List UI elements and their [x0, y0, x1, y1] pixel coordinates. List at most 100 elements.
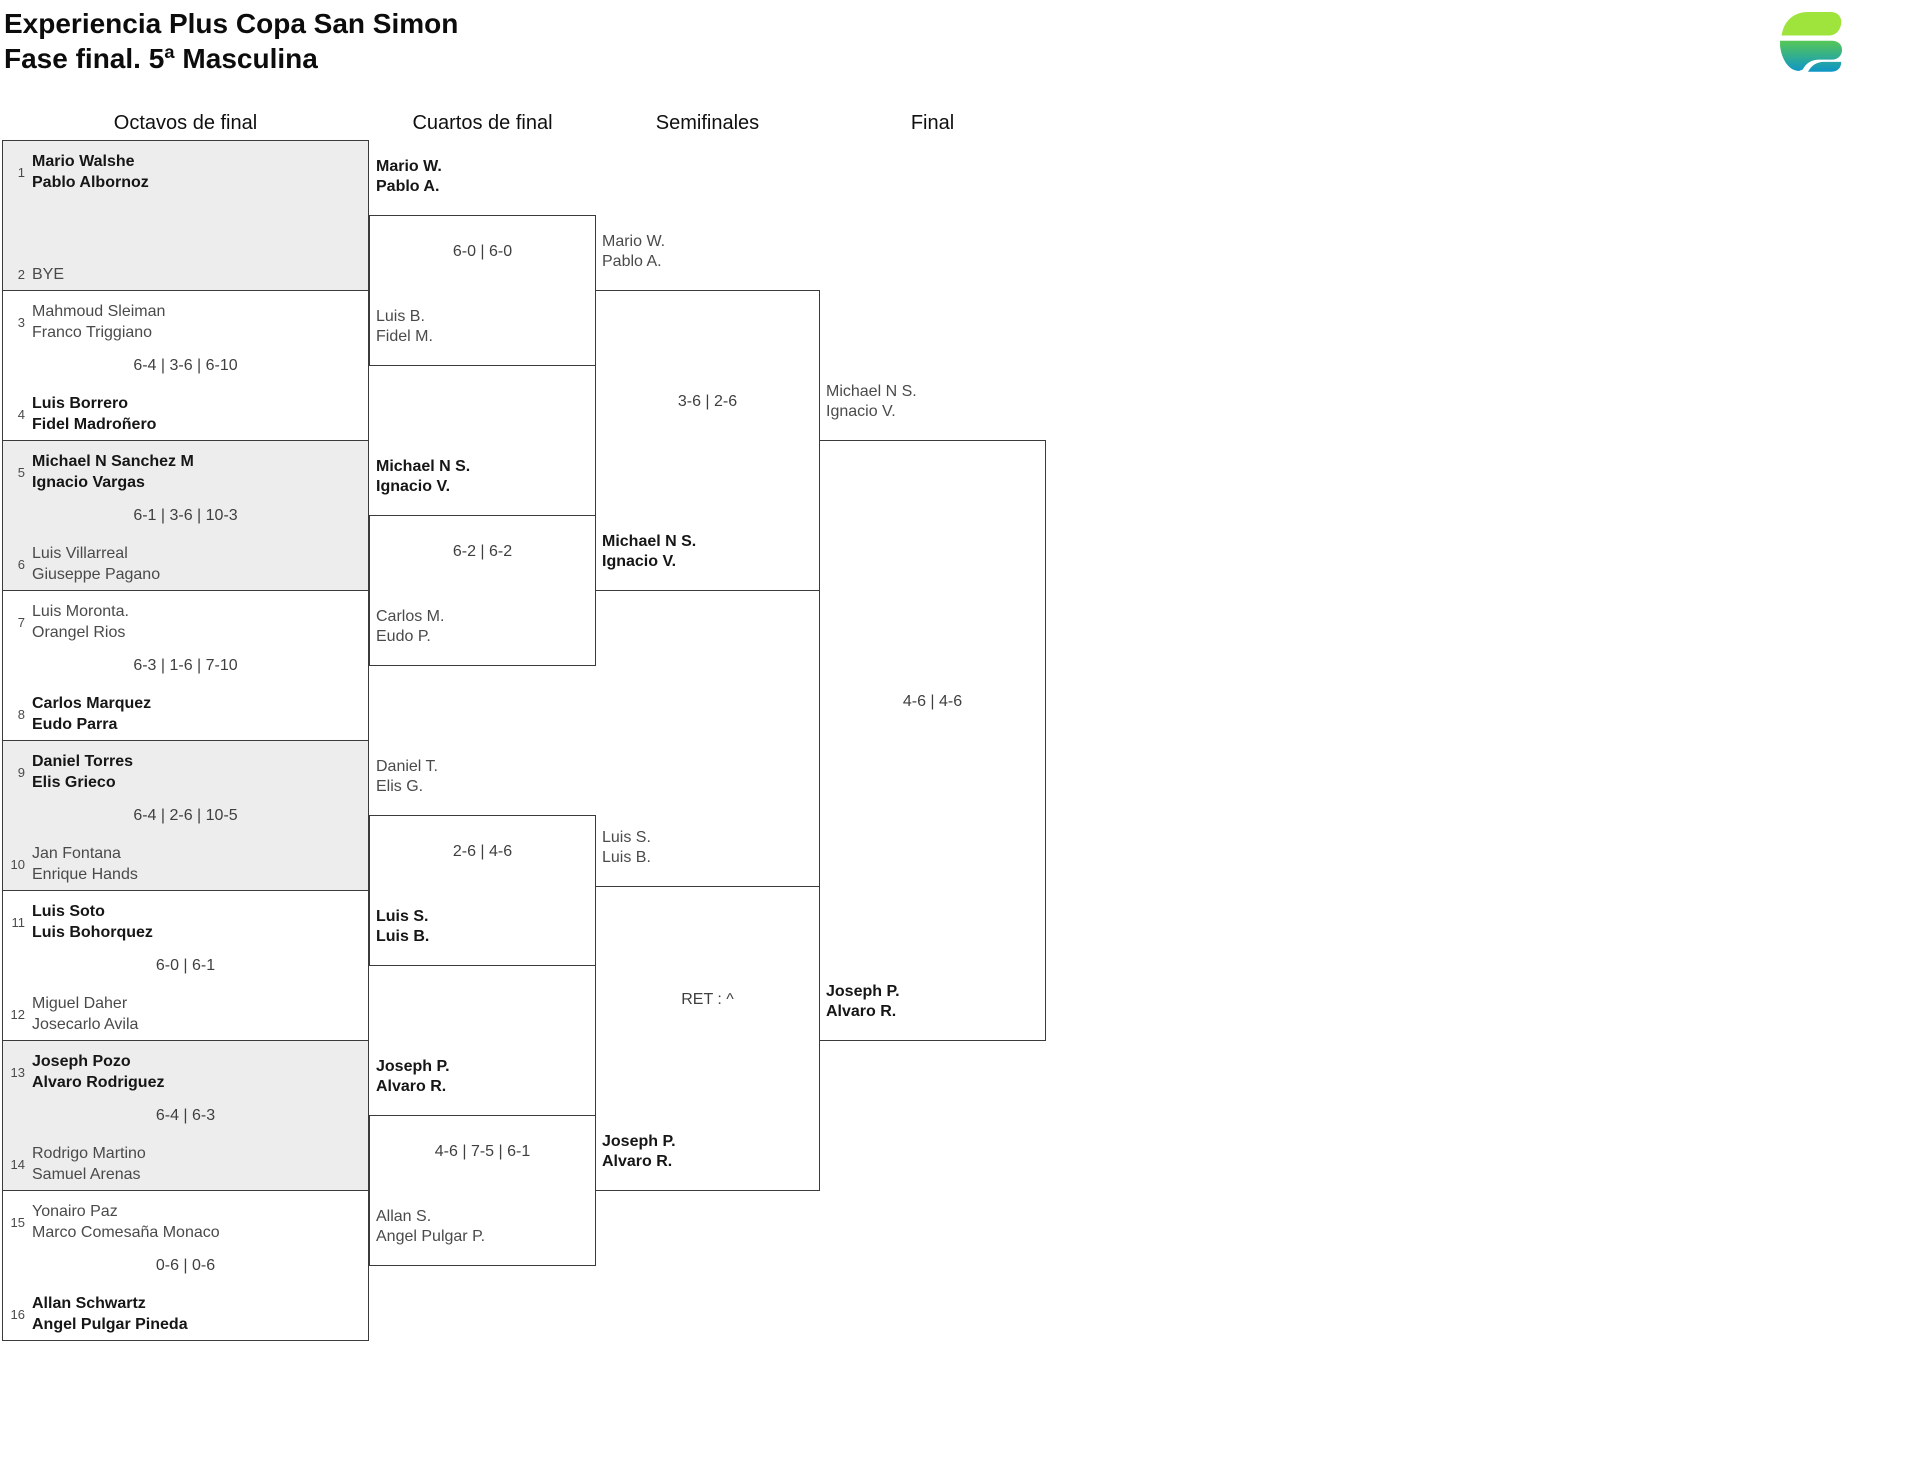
team-name[interactable]: BYE — [32, 264, 64, 285]
match-box-r16-8: 15 Yonairo Paz Marco Comesaña Monaco 0-6… — [2, 1190, 369, 1341]
team-name[interactable]: Allan Schwartz Angel Pulgar Pineda — [32, 1293, 188, 1335]
team-name[interactable]: Luis Villarreal Giuseppe Pagano — [32, 543, 160, 585]
match-score: 2-6 | 4-6 — [452, 843, 513, 860]
seed-number: 11 — [11, 914, 26, 930]
team-name[interactable]: Luis Moronta. Orangel Rios — [32, 601, 129, 643]
match-score: 6-3 | 1-6 | 7-10 — [133, 657, 238, 674]
match-box-r16-5: 9 Daniel Torres Elis Grieco 6-4 | 2-6 | … — [2, 740, 369, 891]
seed-number: 13 — [10, 1064, 25, 1080]
page-title: Experiencia Plus Copa San Simon Fase fin… — [4, 6, 458, 76]
team-name[interactable]: Michael N S. Ignacio V. — [376, 457, 591, 497]
team-name[interactable]: Mario W. Pablo A. — [376, 157, 591, 197]
match-box-r16-7: 13 Joseph Pozo Alvaro Rodriguez 6-4 | 6-… — [2, 1040, 369, 1191]
brand-logo[interactable] — [1774, 8, 1842, 72]
team-name[interactable]: Joseph Pozo Alvaro Rodriguez — [32, 1051, 164, 1093]
player-2: Pablo Albornoz — [32, 174, 149, 191]
player-1: Michael N S. — [826, 383, 917, 400]
player-2: Eudo Parra — [32, 716, 118, 733]
player-2: Orangel Rios — [32, 624, 126, 641]
player-2: Enrique Hands — [32, 866, 138, 883]
seed-number: 9 — [17, 764, 25, 780]
round-header-final: Final — [910, 112, 955, 134]
player-1: Miguel Daher — [32, 995, 128, 1012]
match-box-r16-6: 11 Luis Soto Luis Bohorquez 6-0 | 6-1 12… — [2, 890, 369, 1041]
team-name[interactable]: Rodrigo Martino Samuel Arenas — [32, 1143, 146, 1185]
player-2: Ignacio V. — [826, 403, 896, 420]
team-name[interactable]: Luis S. Luis B. — [602, 828, 817, 868]
player-1: Mario W. — [376, 158, 442, 175]
team-name[interactable]: Joseph P. Alvaro R. — [602, 1132, 817, 1172]
team-name[interactable]: Jan Fontana Enrique Hands — [32, 843, 138, 885]
team-name[interactable]: Yonairo Paz Marco Comesaña Monaco — [32, 1201, 220, 1243]
player-2: Luis Bohorquez — [32, 924, 153, 941]
player-2: Elis G. — [376, 778, 424, 795]
player-1: Mario W. — [602, 233, 666, 250]
team-name[interactable]: Mario Walshe Pablo Albornoz — [32, 151, 149, 193]
match-box-r16-4: 7 Luis Moronta. Orangel Rios 6-3 | 1-6 |… — [2, 590, 369, 741]
match-slot-bottom: 14 Rodrigo Martino Samuel Arenas — [3, 1143, 358, 1185]
team-name[interactable]: Daniel Torres Elis Grieco — [32, 751, 133, 793]
team-name[interactable]: Michael N S. Ignacio V. — [826, 382, 1041, 422]
team-name[interactable]: Michael N Sanchez M Ignacio Vargas — [32, 451, 194, 493]
team-name[interactable]: Luis S. Luis B. — [376, 907, 591, 947]
team-name[interactable]: Luis B. Fidel M. — [376, 307, 591, 347]
match-score: 3-6 | 2-6 — [677, 393, 738, 410]
team-name[interactable]: Joseph P. Alvaro R. — [826, 982, 1041, 1022]
team-name[interactable]: Luis Borrero Fidel Madroñero — [32, 393, 156, 435]
player-1: Daniel T. — [376, 758, 438, 775]
team-name[interactable]: Michael N S. Ignacio V. — [602, 532, 817, 572]
match-slot-top: 11 Luis Soto Luis Bohorquez — [3, 901, 358, 943]
player-2: Luis B. — [376, 928, 430, 945]
match-box-r16-1: 1 Mario Walshe Pablo Albornoz 2 BYE — [2, 140, 369, 291]
seed-number: 10 — [10, 856, 25, 872]
player-1: Carlos Marquez — [32, 695, 152, 712]
player-2: Alvaro Rodriguez — [32, 1074, 165, 1091]
player-2: Angel Pulgar P. — [376, 1228, 486, 1245]
match-slot-top: 7 Luis Moronta. Orangel Rios — [3, 601, 358, 643]
player-1: Jan Fontana — [32, 845, 121, 862]
team-name[interactable]: Joseph P. Alvaro R. — [376, 1057, 591, 1097]
match-score: 6-0 | 6-1 — [155, 957, 216, 974]
player-1: Joseph P. — [376, 1058, 450, 1075]
match-score: 6-0 | 6-0 — [452, 243, 513, 260]
player-1: Allan Schwartz — [32, 1295, 146, 1312]
round-header-octavos: Octavos de final — [113, 112, 258, 134]
player-1: Luis Borrero — [32, 395, 129, 412]
player-1: Yonairo Paz — [32, 1203, 118, 1220]
team-name[interactable]: Carlos Marquez Eudo Parra — [32, 693, 151, 735]
team-name[interactable]: Mahmoud Sleiman Franco Triggiano — [32, 301, 165, 343]
match-score: 6-4 | 6-3 — [155, 1107, 216, 1124]
team-name[interactable]: Allan S. Angel Pulgar P. — [376, 1207, 591, 1247]
player-2: Josecarlo Avila — [32, 1016, 139, 1033]
player-2: Pablo A. — [602, 253, 662, 270]
player-2: Fidel Madroñero — [32, 416, 157, 433]
tournament-name: Experiencia Plus Copa San Simon — [4, 8, 459, 39]
player-1: Luis Villarreal — [32, 545, 128, 562]
seed-number: 15 — [10, 1214, 25, 1230]
team-name[interactable]: Luis Soto Luis Bohorquez — [32, 901, 153, 943]
match-box-r16-3: 5 Michael N Sanchez M Ignacio Vargas 6-1… — [2, 440, 369, 591]
phase-name: Fase final. 5ª Masculina — [4, 43, 318, 74]
match-score: 6-4 | 2-6 | 10-5 — [133, 807, 238, 824]
player-1: Luis Moronta. — [32, 603, 129, 620]
player-1: Rodrigo Martino — [32, 1145, 146, 1162]
team-name[interactable]: Mario W. Pablo A. — [602, 232, 817, 272]
team-name[interactable]: Daniel T. Elis G. — [376, 757, 591, 797]
match-slot-bottom: 4 Luis Borrero Fidel Madroñero — [3, 393, 358, 435]
match-slot-top: 3 Mahmoud Sleiman Franco Triggiano — [3, 301, 358, 343]
round-header-cuartos: Cuartos de final — [412, 112, 553, 134]
seed-number: 12 — [10, 1006, 25, 1022]
round-header-semifinales: Semifinales — [655, 112, 760, 134]
player-1: Mahmoud Sleiman — [32, 303, 166, 320]
player-2: Alvaro R. — [826, 1003, 897, 1020]
player-2: Angel Pulgar Pineda — [32, 1316, 188, 1333]
seed-number: 5 — [17, 464, 25, 480]
player-1: Luis S. — [376, 908, 429, 925]
player-1: Mario Walshe — [32, 153, 135, 170]
player-2: Ignacio Vargas — [32, 474, 145, 491]
team-name[interactable]: Carlos M. Eudo P. — [376, 607, 591, 647]
seed-number: 6 — [17, 556, 25, 572]
player-1: BYE — [32, 266, 65, 283]
team-name[interactable]: Miguel Daher Josecarlo Avila — [32, 993, 138, 1035]
seed-number: 1 — [17, 164, 25, 180]
